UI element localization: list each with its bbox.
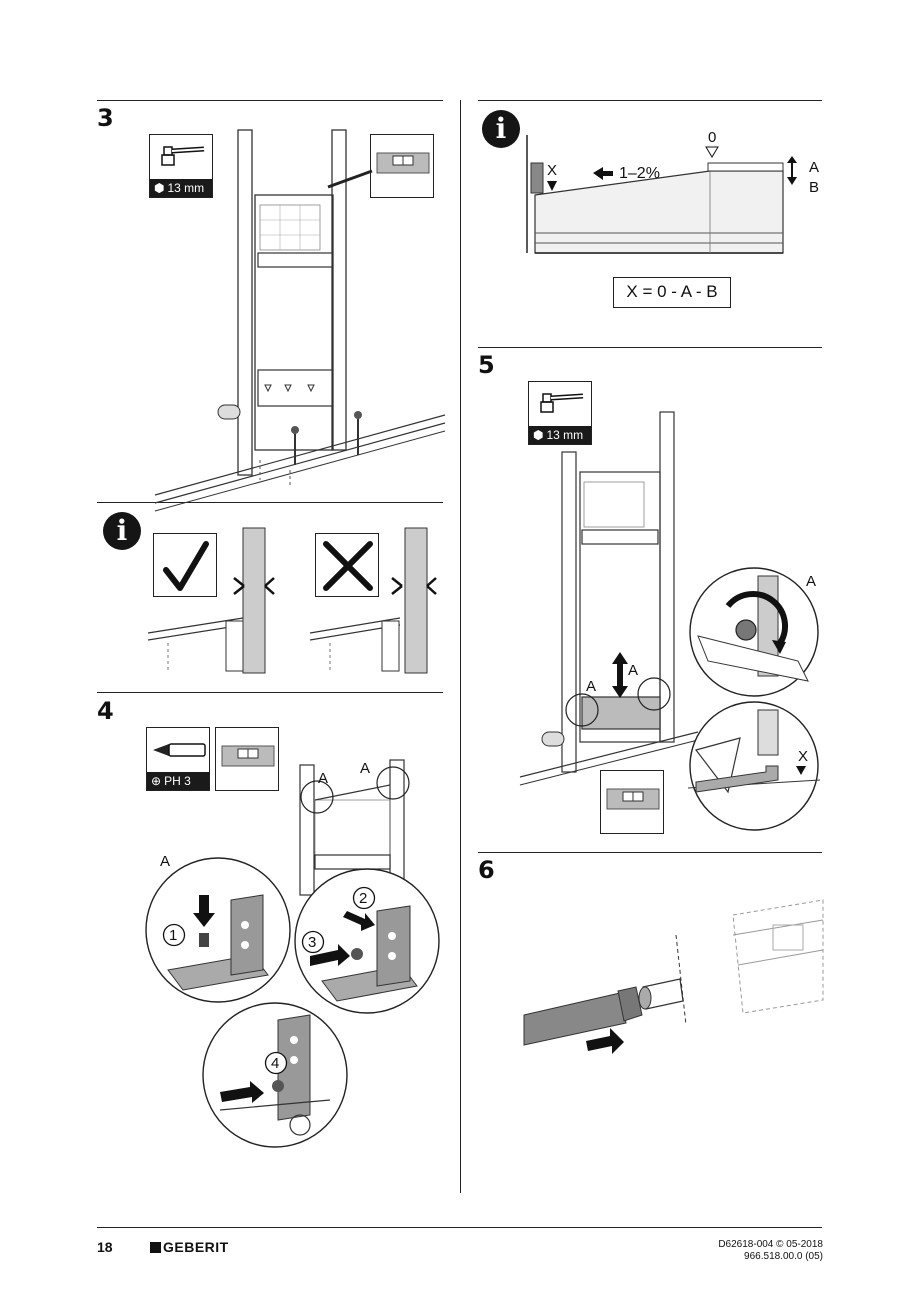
phillips-icon: ⊕ <box>151 774 162 788</box>
detail-circle-4 <box>202 1002 348 1148</box>
step-circle-2 <box>352 886 376 910</box>
brand-logo: GEBERIT <box>150 1239 229 1255</box>
spirit-level-box-step4 <box>215 727 279 791</box>
floor-slope-diagram <box>526 135 797 254</box>
rule-info-right-top <box>478 100 822 101</box>
frame-illustration-step3 <box>154 129 446 512</box>
rule-info-left-top <box>97 502 443 503</box>
document-reference: D62618-004 © 05-2018 966.518.00.0 (05) <box>718 1239 823 1262</box>
callout-a-right-step4: A <box>360 760 371 777</box>
step-number-3: 3 <box>97 104 114 132</box>
slope-a-label: A <box>809 159 820 176</box>
checkmark-icon <box>163 541 209 591</box>
info-icon-left: i <box>103 512 141 550</box>
cross-icon <box>323 541 373 591</box>
callout-x-step5: X <box>798 748 809 765</box>
tool-label-13mm-step5: ⬢13 mm <box>529 426 591 444</box>
step-number-circle-4: 4 <box>271 1055 280 1072</box>
step-number-5: 5 <box>478 351 495 379</box>
detail-circle-1 <box>145 857 291 1003</box>
column-divider <box>460 100 461 1193</box>
spirit-level-detail <box>370 134 434 198</box>
step-number-circle-2: 2 <box>359 890 368 907</box>
pipe-connection-illustration <box>523 899 824 1054</box>
detail-circle-adjust <box>689 567 819 697</box>
spirit-level-box-step5 <box>600 770 664 834</box>
detail-circle-level <box>687 701 821 831</box>
callout-a-detail-step5: A <box>806 573 817 590</box>
callout-a-left-step5: A <box>586 678 597 695</box>
tool-socket-wrench-13mm: ⬢13 mm <box>149 134 213 198</box>
socket-wrench-icon <box>540 393 584 413</box>
callout-a-right-step5: A <box>628 662 639 679</box>
frame-top-illustration-step4 <box>299 759 410 896</box>
step-number-4: 4 <box>97 697 114 725</box>
slope-zero-label: 0 <box>708 129 717 146</box>
rule-step5-top <box>478 347 822 348</box>
step-circle-1 <box>162 923 186 947</box>
page-number: 18 <box>97 1239 113 1255</box>
callout-a-detail-step4: A <box>160 853 171 870</box>
hex-nut-icon: ⬢ <box>533 428 544 442</box>
hex-nut-icon: ⬢ <box>154 181 165 195</box>
correct-box <box>153 533 217 597</box>
detail-circle-2-3 <box>294 868 440 1014</box>
incorrect-box <box>315 533 379 597</box>
step-number-circle-3: 3 <box>308 934 317 951</box>
spirit-level-icon <box>221 745 275 767</box>
tool-screwdriver-ph3: ⊕PH 3 <box>146 727 210 791</box>
tool-label-ph3: ⊕PH 3 <box>147 772 209 790</box>
brand-square-icon <box>150 1242 161 1253</box>
spirit-level-icon <box>376 152 430 174</box>
frame-illustration-step5 <box>519 411 699 786</box>
rule-step3-top <box>97 100 443 101</box>
info-icon-right: i <box>482 110 520 148</box>
spirit-level-icon <box>606 788 660 810</box>
slope-formula: X = 0 - A - B <box>613 277 731 308</box>
tool-socket-wrench-13mm-step5: ⬢13 mm <box>528 381 592 445</box>
step-number-6: 6 <box>478 856 495 884</box>
callout-a-left-step4: A <box>318 770 329 787</box>
step-circle-3 <box>301 930 325 954</box>
correct-mounting-illustration <box>147 527 275 674</box>
tool-label-13mm: ⬢13 mm <box>150 179 212 197</box>
step-number-circle-1: 1 <box>169 927 178 944</box>
slope-percent-label: 1–2% <box>619 165 660 182</box>
slope-b-label: B <box>809 179 820 196</box>
step-circle-4 <box>264 1051 288 1075</box>
socket-wrench-icon <box>161 146 205 166</box>
screwdriver-icon <box>153 743 206 757</box>
rule-footer <box>97 1227 822 1228</box>
incorrect-mounting-illustration <box>309 527 437 674</box>
slope-x-label: X <box>547 162 558 179</box>
rule-step4-top <box>97 692 443 693</box>
rule-step6-top <box>478 852 822 853</box>
